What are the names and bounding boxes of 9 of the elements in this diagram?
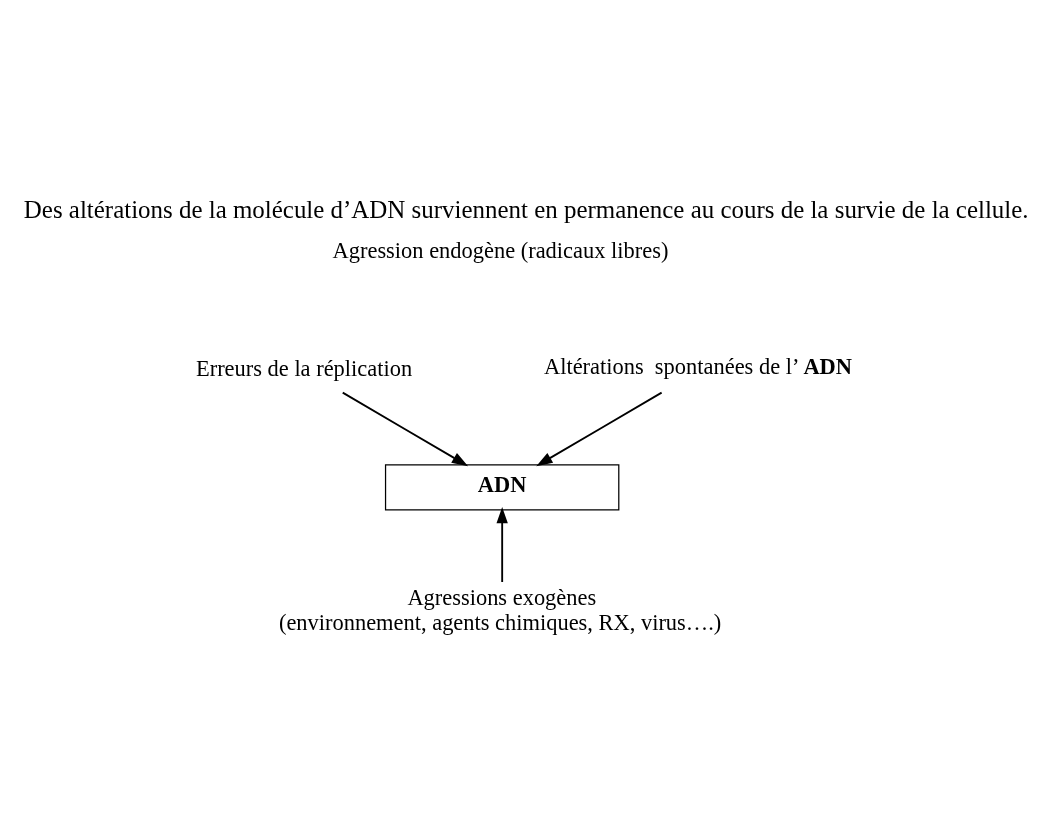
arrow	[341, 391, 469, 466]
arrow	[496, 506, 508, 583]
diagram-title: Des altérations de la molécule d’ADN surviennent en permanence au cours de la survie de la cellule.	[23, 195, 1029, 223]
node-text: Erreurs de la réplication	[195, 355, 413, 381]
node-box: ADN	[384, 463, 620, 510]
arrow	[536, 391, 663, 466]
label: Agression endogène (radicaux libres)	[332, 237, 669, 263]
node-text: Altérations spontanées de l’ADN	[543, 353, 853, 379]
node-text: Agressions exogènes (environnement, agents chimiques, RX, virus….)	[278, 584, 722, 635]
